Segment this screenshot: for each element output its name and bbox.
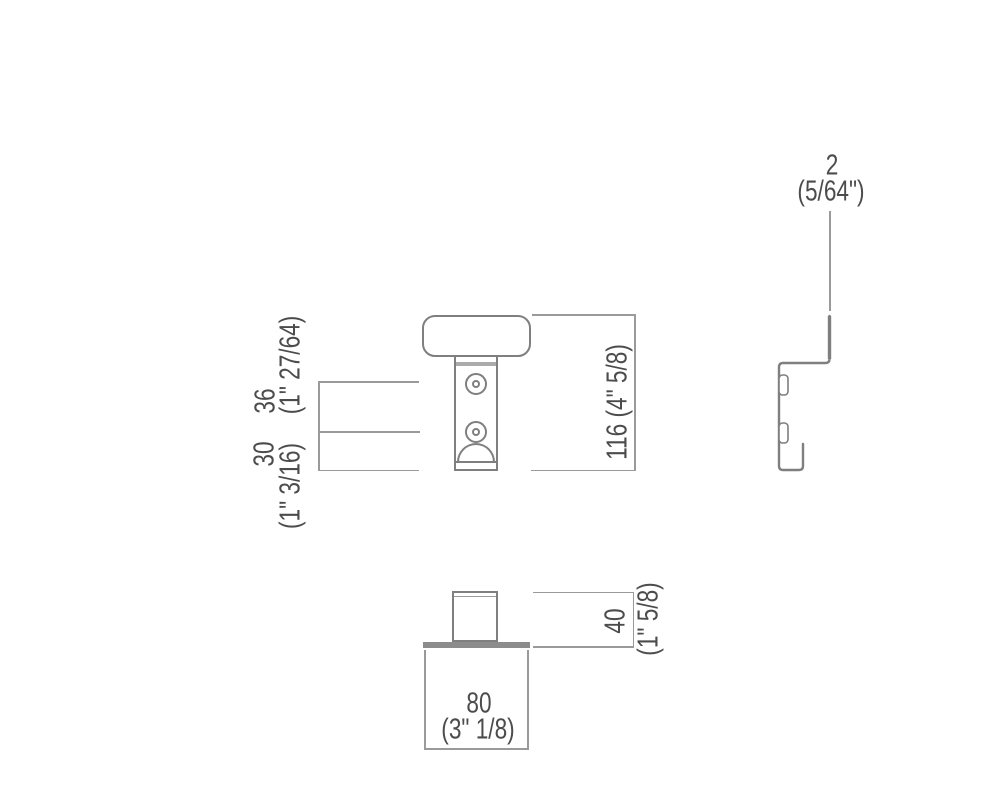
stem-top-band: [456, 362, 496, 366]
width-extension-line-left: [424, 650, 426, 749]
leader-line: [829, 211, 831, 311]
topview-stem-inner-line: [454, 595, 496, 598]
dim-label-2-inch: (5/64"): [797, 175, 865, 208]
left-dimension-line: [318, 381, 320, 471]
profile-outline-svg: [777, 314, 832, 472]
dim-label-116: 116 (4" 5/8): [601, 344, 634, 460]
left-extension-line-middle: [318, 431, 420, 433]
dim-label-36-inch: (1" 27/64): [274, 315, 307, 415]
screw-hole-top-inner: [471, 380, 480, 388]
right-extension-line-top: [532, 314, 634, 316]
topview-mounting-plate: [423, 642, 530, 648]
right-dimension-line: [634, 314, 636, 471]
dim-label-2-mm: 2: [825, 149, 839, 182]
profile-outline: [777, 314, 831, 472]
depth-extension-line-top: [532, 591, 634, 593]
profile-screw-slot-top: [778, 374, 789, 396]
left-extension-line-bottom: [318, 469, 419, 471]
hook-knob: [422, 315, 531, 357]
dim-label-40-inch: (1" 5/8): [632, 582, 665, 656]
dim-label-80-inch: (3" 1/8): [441, 713, 515, 746]
profile-screw-slot-bottom: [778, 422, 789, 444]
left-extension-line-top: [318, 381, 419, 383]
width-dimension-line: [424, 748, 529, 750]
dim-label-40-mm: 40: [599, 608, 632, 634]
right-extension-line-bottom: [531, 469, 634, 471]
topview-stem: [452, 591, 498, 642]
screw-hole-bottom-inner: [471, 427, 480, 436]
dome-base-line: [455, 461, 497, 463]
depth-dimension-line: [632, 591, 634, 648]
dim-label-30-inch: (1" 3/16): [274, 443, 307, 529]
width-extension-line-right: [527, 650, 529, 749]
dim-label-80-mm: 80: [466, 687, 492, 720]
depth-extension-line-bottom: [532, 646, 634, 648]
